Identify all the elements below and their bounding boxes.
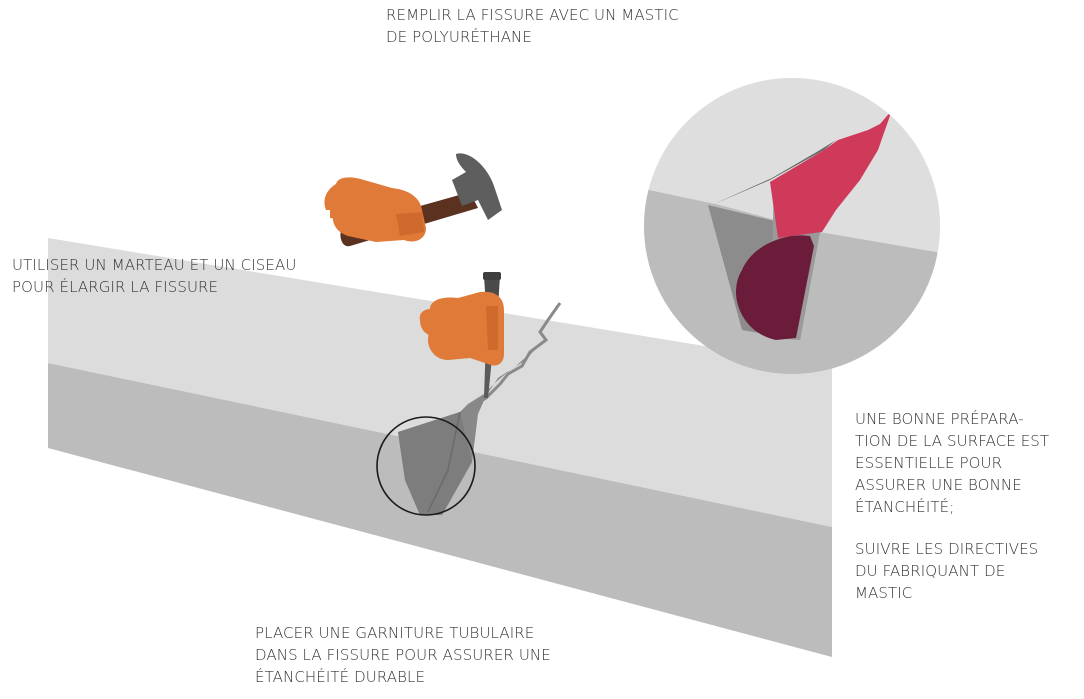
caption-line: ESSENTIELLE POUR bbox=[855, 454, 1003, 472]
caption-line: ASSURER UNE BONNE bbox=[855, 476, 1022, 494]
zoom-top-surface bbox=[644, 78, 940, 256]
caption-line: ÉTANCHÉITÉ DURABLE bbox=[255, 668, 426, 686]
caption-line: ÉTANCHÉITÉ; bbox=[855, 498, 955, 516]
caption-line: MASTIC bbox=[855, 584, 913, 602]
caption-line: SUIVRE LES DIRECTIVES bbox=[855, 540, 1039, 558]
caption-fill-crack: REMPLIR LA FISSURE AVEC UN MASTIC DE POL… bbox=[386, 4, 679, 48]
caption-backer-rod: PLACER UNE GARNITURE TUBULAIRE DANS LA F… bbox=[255, 622, 551, 688]
backer-rod bbox=[736, 235, 814, 340]
crack bbox=[398, 302, 562, 515]
caption-line: DE POLYURÉTHANE bbox=[386, 28, 532, 46]
chisel-top bbox=[483, 272, 501, 280]
hammer-head bbox=[452, 153, 502, 220]
caption-surface-prep: UNE BONNE PRÉPARA- TION DE LA SURFACE ES… bbox=[855, 408, 1049, 604]
caption-line: PLACER UNE GARNITURE TUBULAIRE bbox=[255, 624, 535, 642]
caption-widen-crack: UTILISER UN MARTEAU ET UN CISEAU POUR ÉL… bbox=[12, 254, 296, 298]
caption-line: DU FABRIQUANT DE bbox=[855, 562, 1006, 580]
crack-shadow bbox=[398, 412, 472, 515]
chisel-hand-glove bbox=[419, 291, 504, 366]
caption-line: REMPLIR LA FISSURE AVEC UN MASTIC bbox=[386, 6, 679, 24]
sealant bbox=[770, 110, 892, 238]
hammer-hand-glove bbox=[324, 177, 426, 242]
caption-line: DANS LA FISSURE POUR ASSURER UNE bbox=[255, 646, 551, 664]
caption-line: UTILISER UN MARTEAU ET UN CISEAU bbox=[12, 256, 297, 274]
crack-inner-edge bbox=[427, 411, 461, 513]
magnifier-ring bbox=[376, 416, 476, 516]
caption-line: POUR ÉLARGIR LA FISSURE bbox=[12, 278, 219, 296]
slab-top-surface bbox=[48, 238, 832, 527]
caption-line: TION DE LA SURFACE EST bbox=[855, 432, 1050, 450]
caption-line: UNE BONNE PRÉPARA- bbox=[855, 410, 1024, 428]
